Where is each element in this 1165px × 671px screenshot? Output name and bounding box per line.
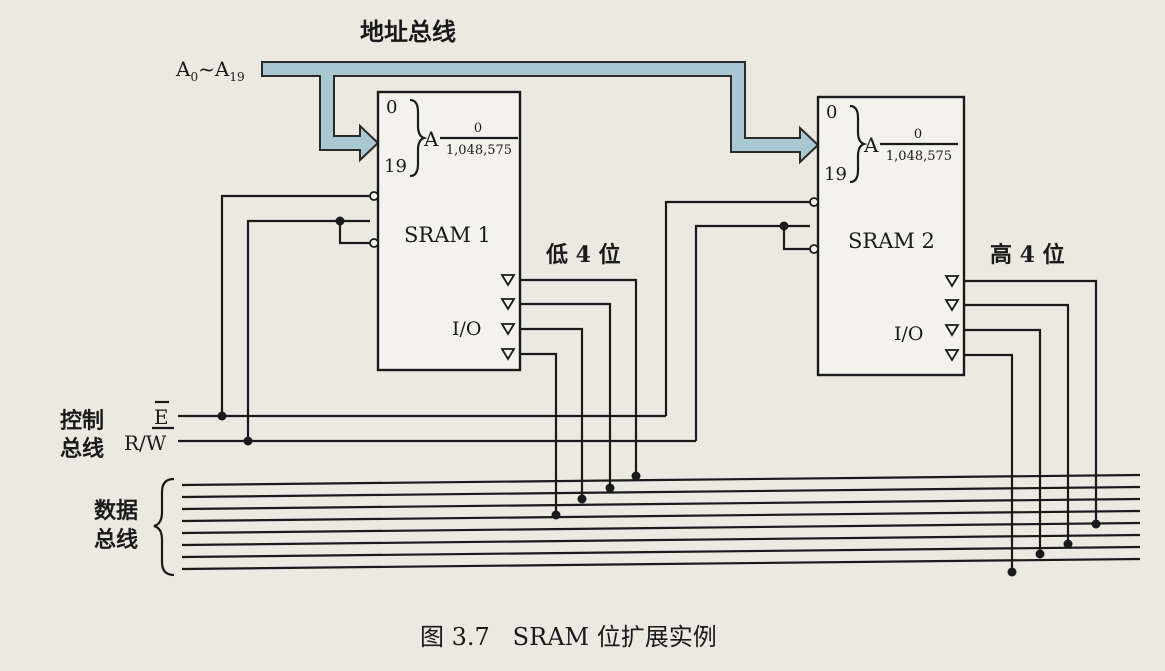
sram2-chip: 0 19 A 0 1,048,575 SRAM 2 I/O: [809, 95, 966, 377]
data-line-8: [181, 557, 1141, 571]
sram1-low-bits-label: 低 4 位: [545, 242, 621, 268]
control-rw-junction-1: [243, 436, 253, 446]
sram2-rw-junction: [779, 221, 789, 231]
enable-signal-label: E: [154, 405, 169, 429]
sram2-high-bits-label: 高 4 位: [990, 242, 1065, 268]
sram2-rw-wire: [694, 224, 810, 441]
control-bus-label-2: 总线: [60, 436, 104, 462]
sram1-io-wire-3: [520, 327, 584, 499]
data-line-2: [181, 485, 1141, 499]
sram1-io-wire-4: [520, 352, 558, 515]
address-sep: ~: [198, 57, 215, 81]
sram1-chip: 0 19 A 0 1,048,575 SRAM 1 I/O: [369, 90, 522, 372]
sram2-io-wire-2: [964, 303, 1070, 544]
data-bus-label-1: 数据: [94, 498, 138, 524]
sram1-data-junction-2: [605, 483, 615, 493]
address-sub-end: 19: [229, 70, 244, 84]
address-signal-start: A: [175, 57, 191, 81]
sram1-range-num: 0: [474, 121, 482, 136]
sram2-rw-pin: [809, 244, 819, 254]
sram2-enable-wire: [664, 200, 810, 416]
sram2-io-wire-4: [964, 353, 1014, 572]
data-line-3: [181, 497, 1141, 511]
sram2-addr-brace: [849, 104, 868, 184]
address-bus-label: 地址总线: [360, 17, 456, 46]
sram2-io-buffer-1: [944, 275, 960, 288]
sram1-enable-pin: [369, 191, 379, 201]
sram1-addr-brace: [409, 98, 428, 178]
sram1-io-buffer-2: [500, 298, 516, 311]
sram1-rw-pin: [369, 238, 379, 248]
sram1-range-den: 1,048,575: [446, 143, 512, 158]
sram1-io-wire-2: [520, 302, 612, 488]
rw-signal-label: R/W: [124, 431, 167, 455]
sram2-data-junction-3: [1035, 549, 1045, 559]
data-line-7: [181, 545, 1141, 559]
sram2-io-wire-1: [964, 279, 1098, 524]
data-line-4: [181, 509, 1141, 523]
sram1-io-buffer-1: [500, 274, 516, 287]
sram1-io-buffer-3: [500, 323, 516, 336]
figure-caption: 图 3.7 SRAM 位扩展实例: [420, 623, 717, 651]
sram1-addr-bottom: 19: [384, 156, 407, 177]
sram2-addr-letter: A: [863, 133, 879, 157]
sram2-io-buffer-3: [944, 324, 960, 337]
sram1-data-junction-1: [631, 471, 641, 481]
data-bus-brace: [153, 477, 175, 577]
sram1-rw-wire: [246, 219, 370, 441]
sram2-addr-bottom: 19: [824, 164, 847, 185]
sram2-name: SRAM 2: [848, 229, 935, 253]
sram1-io-buffer-4: [500, 348, 516, 361]
sram2-data-junction-2: [1063, 539, 1073, 549]
sram2-addr-top: 0: [826, 102, 837, 123]
address-signal-end: A: [214, 57, 230, 81]
sram2-range-den: 1,048,575: [886, 149, 952, 164]
sram1-data-junction-4: [551, 510, 561, 520]
sram1-io-wire-1: [520, 278, 638, 476]
sram1-rw-junction: [335, 216, 345, 226]
data-line-1: [181, 473, 1141, 487]
sram1-addr-letter: A: [423, 127, 439, 151]
data-line-6: [181, 533, 1141, 547]
sram1-addr-top: 0: [386, 97, 397, 118]
data-line-5: [181, 521, 1141, 535]
sram2-io-label: I/O: [894, 323, 923, 345]
address-sub-start: 0: [190, 70, 198, 84]
address-range-label: A0~A19: [175, 57, 245, 84]
sram2-enable-pin: [809, 197, 819, 207]
data-bus-label-2: 总线: [94, 527, 138, 553]
sram2-io-buffer-4: [944, 349, 960, 362]
control-enable-junction-1: [217, 411, 227, 421]
sram2-data-junction-1: [1091, 519, 1101, 529]
sram1-io-label: I/O: [452, 318, 481, 340]
sram1-name: SRAM 1: [404, 223, 491, 247]
sram2-range-num: 0: [914, 127, 922, 142]
sram2-io-wire-3: [964, 328, 1042, 554]
sram1-data-junction-3: [577, 494, 587, 504]
sram1-enable-wire: [220, 194, 370, 416]
sram2-io-buffer-2: [944, 299, 960, 312]
sram2-data-junction-4: [1007, 567, 1017, 577]
control-bus-label-1: 控制: [60, 408, 104, 434]
address-bus-arrow: [261, 61, 820, 165]
